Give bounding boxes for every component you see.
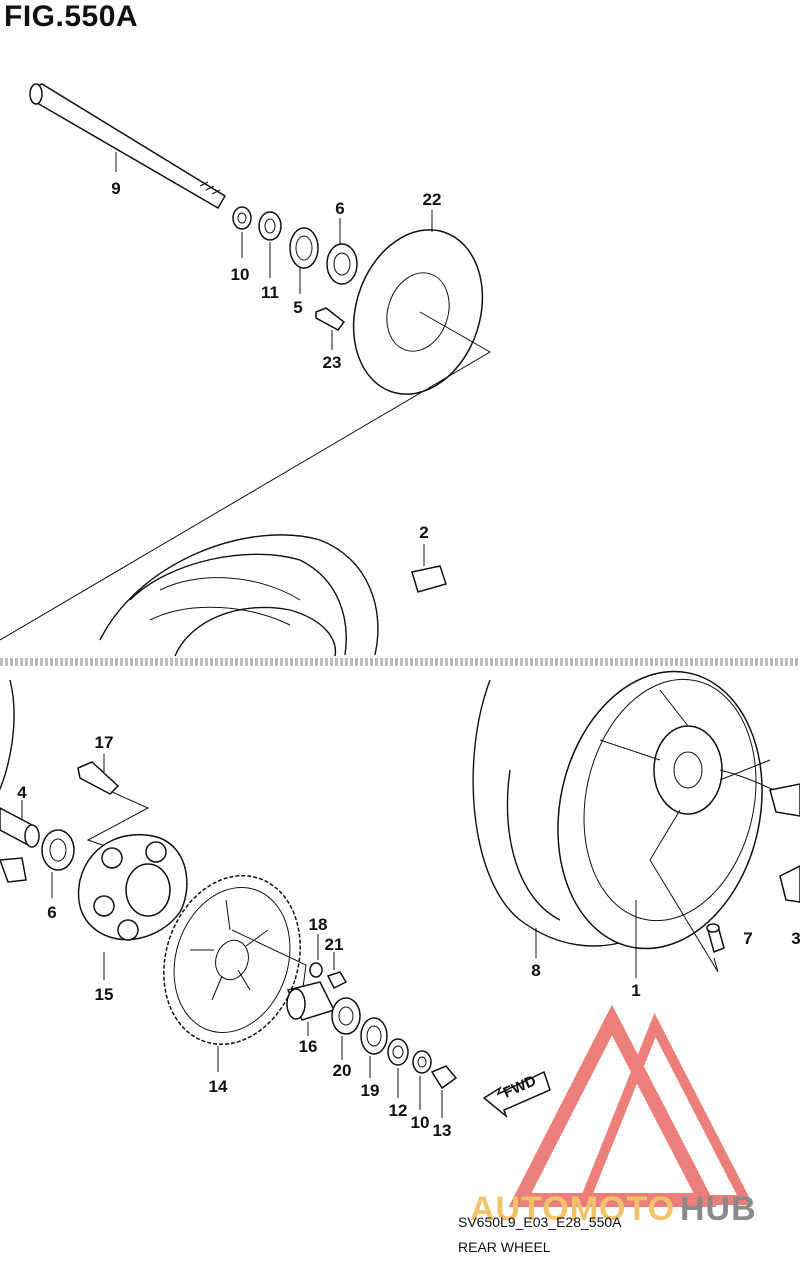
axle-end-right [769, 783, 800, 817]
washer-part-18 [309, 962, 323, 978]
callout-18: 18 [309, 915, 328, 934]
spacer-part-11 [258, 211, 282, 241]
callout-23: 23 [323, 353, 342, 372]
assembly-name-caption: REAR WHEEL [458, 1239, 551, 1255]
watermark-hub-text: HUB [680, 1190, 757, 1228]
bearing-part-20 [331, 997, 361, 1035]
callout-10: 10 [231, 265, 250, 284]
tire-edge-left [0, 679, 15, 791]
oil-seal-part-5 [289, 227, 319, 269]
callout-10-lower: 10 [411, 1113, 430, 1132]
callout-21: 21 [325, 935, 344, 954]
sleeve-part-4 [0, 807, 40, 848]
callout-19: 19 [361, 1081, 380, 1100]
bearing-part-6-lower [41, 829, 75, 871]
nut-part-13 [430, 1065, 458, 1090]
callout-6-lower: 6 [47, 903, 56, 922]
callout-15: 15 [95, 985, 114, 1004]
figure-title: FIG.550A [4, 0, 139, 33]
axle-part-9 [29, 83, 227, 210]
nut-part-21 [326, 971, 348, 990]
callout-7: 7 [743, 929, 752, 948]
damper-part-3 [779, 865, 800, 903]
watermark-logo [508, 1004, 754, 1207]
brake-disc-part-22 [352, 229, 484, 395]
callout-22: 22 [423, 190, 442, 209]
oil-seal-part-19 [360, 1017, 388, 1055]
callout-3: 3 [791, 929, 800, 948]
callout-4: 4 [17, 783, 27, 802]
collar-part-16 [286, 981, 336, 1021]
sprocket-part-14 [163, 874, 301, 1046]
washer-part-10-lower [412, 1050, 432, 1074]
spacer-part-12 [387, 1038, 409, 1066]
washer-part-10 [232, 206, 252, 230]
damper-left [0, 857, 27, 883]
callout-14: 14 [209, 1077, 228, 1096]
valve-part-7 [706, 923, 725, 954]
callout-9: 9 [111, 179, 120, 198]
callout-17: 17 [95, 733, 114, 752]
callout-8: 8 [531, 961, 540, 980]
clip-part-2 [411, 565, 447, 593]
callout-12: 12 [389, 1101, 408, 1120]
guide-line-upper [0, 311, 491, 641]
fwd-direction-arrow: FWD [482, 1070, 551, 1119]
bolt-part-17 [77, 761, 120, 795]
callout-11: 11 [261, 283, 279, 302]
callout-2: 2 [419, 523, 428, 542]
callout-20: 20 [333, 1061, 352, 1080]
callout-1: 1 [631, 981, 640, 1000]
sprocket-carrier-part-15 [77, 834, 188, 941]
bolt-part-23 [315, 307, 346, 331]
model-code-caption: SV650L9_E03_E28_550A [458, 1214, 622, 1230]
tire-upper-view [99, 534, 379, 657]
rear-wheel-assembly [472, 670, 800, 950]
callout-6: 6 [335, 199, 344, 218]
watermark-auto-text: AUTOMOTO [470, 1190, 675, 1228]
callout-13: 13 [433, 1121, 452, 1140]
bearing-part-6-upper [326, 243, 358, 285]
callout-16: 16 [299, 1037, 318, 1056]
callout-5: 5 [293, 298, 302, 317]
